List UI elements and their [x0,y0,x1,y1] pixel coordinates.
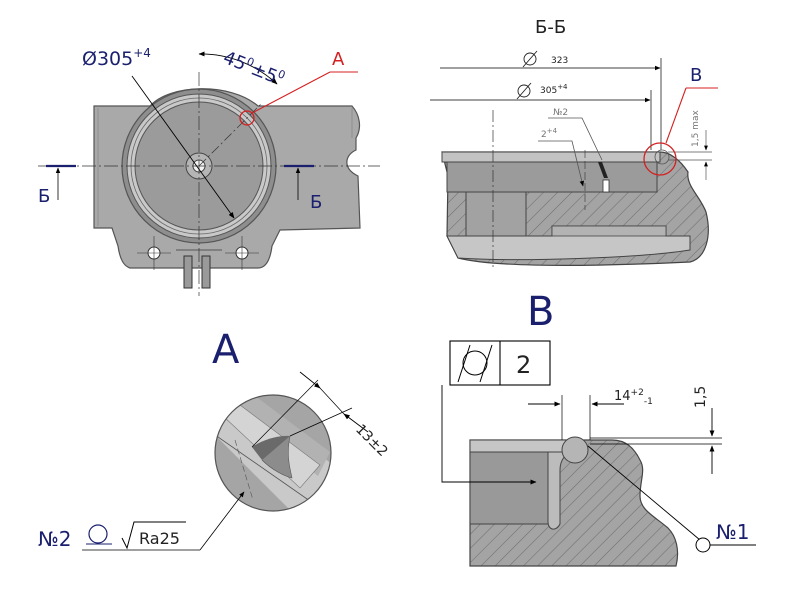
dia-inner-label: 305+4 [540,83,568,96]
depth-label: 1,5 [693,386,709,408]
detail-a-circle [239,110,255,126]
plan-view [38,51,380,296]
section-mark-left: Б [38,186,50,207]
section-title: Б-Б [535,17,566,38]
roundness-icon [88,524,108,544]
callout-a-label: А [332,49,345,70]
note-1-label: №1 [716,520,750,544]
width-label: 14+2-1 [614,388,653,407]
detail-b-view [441,340,756,567]
max-label: 1,5 max [691,110,701,147]
center-boss [465,191,527,237]
section-view [430,50,718,270]
detail-b-circle [643,142,677,176]
diameter-label: Ø305+4 [82,46,151,70]
roughness-icon [121,521,186,550]
feature-dim-label: 2+4 [541,127,558,140]
pin-left [183,255,193,289]
cylindricity-icon [462,350,488,376]
inner-cavity [446,161,658,193]
detail-a-title: А [212,327,240,373]
section-mark-right: Б [310,192,322,213]
frame-value: 2 [516,351,531,379]
feature-no-label: №2 [553,108,568,118]
detail-b-cavity [469,451,551,525]
detail-a-dim: 13±2 [352,422,391,461]
pin-right [201,255,211,289]
detail-b-groove [561,436,589,464]
callout-b-label: В [690,65,702,86]
dia-outer-label: 323 [551,56,568,66]
detail-a-roughness: Ra25 [139,529,180,548]
detail-a-view [82,371,369,551]
detail-b-title: В [527,289,554,335]
note-1-circle [695,537,711,553]
detail-a-note-no: №2 [38,527,72,551]
detail-a-border [214,394,332,512]
